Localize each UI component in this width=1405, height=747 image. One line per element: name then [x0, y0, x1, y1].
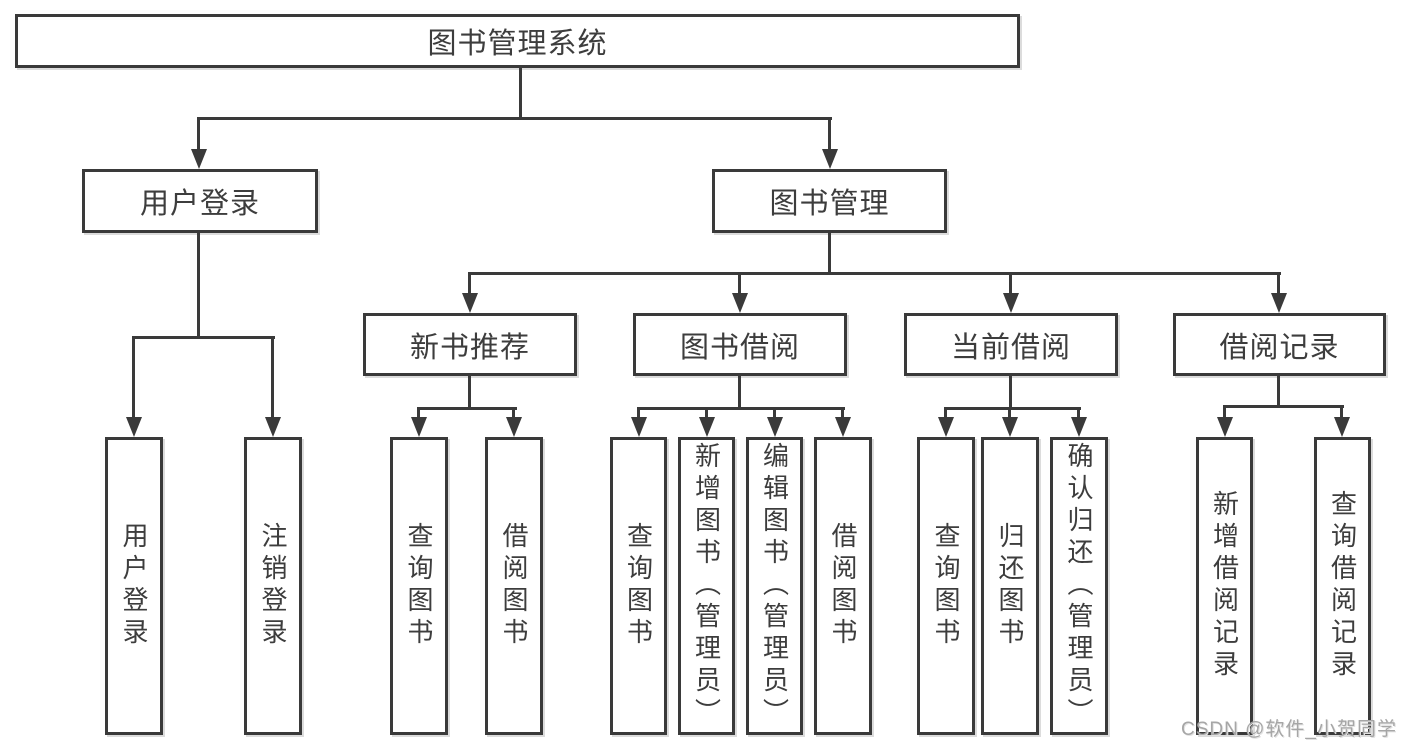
connector-line: [1008, 407, 1011, 420]
leaf-query-borrow-record: 查询借阅记录: [1314, 437, 1371, 735]
connector-line: [1009, 374, 1012, 410]
arrow-down-icon: [411, 417, 427, 437]
arrow-down-icon: [767, 417, 783, 437]
leaf-return-books: 归还图书: [981, 437, 1039, 735]
connector-line: [132, 336, 135, 420]
connector-line: [1340, 405, 1343, 420]
leaf-borrow-books: 借阅图书: [814, 437, 872, 735]
arrow-down-icon: [732, 293, 748, 313]
connector-line: [197, 117, 832, 120]
connector-line: [944, 407, 947, 420]
node-borrowing-records: 借阅记录: [1173, 313, 1386, 376]
node-current-borrowing: 当前借阅: [904, 313, 1118, 376]
connector-line: [828, 117, 831, 152]
connector-line: [738, 272, 741, 296]
connector-line: [828, 231, 831, 275]
leaf-user-login: 用户登录: [105, 437, 163, 735]
connector-line: [197, 117, 200, 152]
node-new-book-recommendation: 新书推荐: [363, 313, 577, 376]
connector-line: [738, 374, 741, 410]
connector-line: [468, 272, 471, 296]
connector-line: [1277, 374, 1280, 408]
leaf-query-books-recommend: 查询图书: [390, 437, 448, 735]
arrow-down-icon: [265, 417, 281, 437]
connector-line: [417, 407, 420, 420]
connector-line: [705, 407, 708, 420]
connector-line: [1223, 405, 1226, 420]
leaf-confirm-return-admin: 确认归还（管理员）: [1050, 437, 1108, 735]
arrow-down-icon: [835, 417, 851, 437]
connector-line: [637, 407, 845, 410]
arrow-down-icon: [1071, 417, 1087, 437]
connector-line: [637, 407, 640, 420]
connector-line: [417, 407, 517, 410]
leaf-logout: 注销登录: [244, 437, 302, 735]
node-library-management-system: 图书管理系统: [15, 14, 1020, 68]
arrow-down-icon: [1334, 417, 1350, 437]
arrow-down-icon: [938, 417, 954, 437]
arrow-down-icon: [1271, 293, 1287, 313]
connector-line: [132, 336, 275, 339]
connector-line: [512, 407, 515, 420]
connector-line: [197, 231, 200, 339]
arrow-down-icon: [631, 417, 647, 437]
arrow-down-icon: [1217, 417, 1233, 437]
arrow-down-icon: [506, 417, 522, 437]
connector-line: [773, 407, 776, 420]
connector-line: [271, 336, 274, 420]
arrow-down-icon: [126, 417, 142, 437]
arrow-down-icon: [462, 293, 478, 313]
connector-line: [841, 407, 844, 420]
leaf-query-books-borrowing: 查询图书: [610, 437, 667, 735]
arrow-down-icon: [822, 149, 838, 169]
arrow-down-icon: [699, 417, 715, 437]
node-book-management: 图书管理: [712, 169, 947, 233]
connector-line: [1277, 272, 1280, 296]
arrow-down-icon: [1003, 293, 1019, 313]
node-user-login: 用户登录: [82, 169, 318, 233]
connector-line: [1223, 405, 1344, 408]
connector-line: [1077, 407, 1080, 420]
arrow-down-icon: [191, 149, 207, 169]
watermark: CSDN @软件_小贺同学: [1181, 719, 1397, 740]
leaf-add-borrow-record: 新增借阅记录: [1196, 437, 1253, 735]
connector-line: [944, 407, 1081, 410]
connector-line: [519, 66, 522, 120]
connector-line: [468, 374, 471, 410]
arrow-down-icon: [1002, 417, 1018, 437]
leaf-query-books-current: 查询图书: [917, 437, 975, 735]
leaf-edit-book-admin: 编辑图书（管理员）: [746, 437, 803, 735]
node-book-borrowing: 图书借阅: [633, 313, 847, 376]
connector-line: [1009, 272, 1012, 296]
leaf-borrow-books-recommend: 借阅图书: [485, 437, 543, 735]
leaf-add-book-admin: 新增图书（管理员）: [678, 437, 735, 735]
connector-line: [468, 272, 1281, 275]
